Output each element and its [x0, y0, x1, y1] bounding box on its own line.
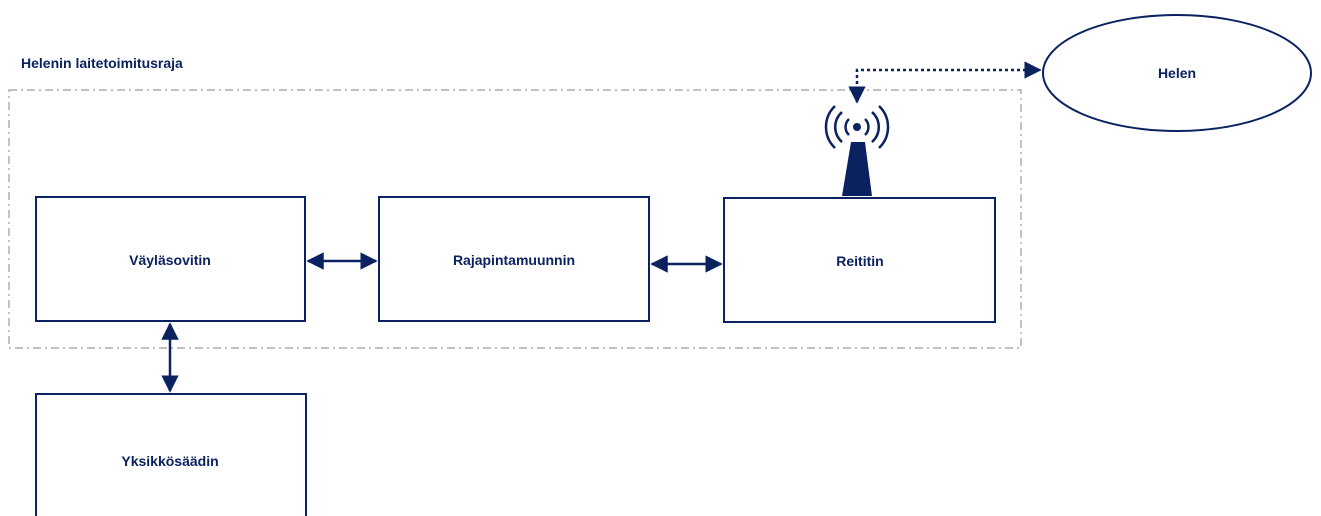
unit-controller-block[interactable]: Yksikkösäädin [35, 393, 307, 516]
connector-router-helen [848, 61, 1042, 104]
antenna-icon [824, 105, 890, 196]
delivery-boundary [8, 89, 1022, 349]
bus-adapter-label: Väyläsovitin [129, 252, 211, 268]
delivery-boundary-title: Helenin laitetoimitusraja [21, 55, 183, 71]
router-label: Reititin [836, 253, 883, 269]
bus-adapter-block[interactable]: Väyläsovitin [35, 196, 306, 322]
interface-converter-label: Rajapintamuunnin [453, 252, 575, 268]
helen-label: Helen [1158, 65, 1196, 81]
router-block[interactable]: Reititin [723, 197, 996, 323]
interface-converter-block[interactable]: Rajapintamuunnin [378, 196, 650, 322]
unit-controller-label: Yksikkösäädin [121, 453, 218, 469]
helen-node[interactable]: Helen [1042, 14, 1312, 132]
